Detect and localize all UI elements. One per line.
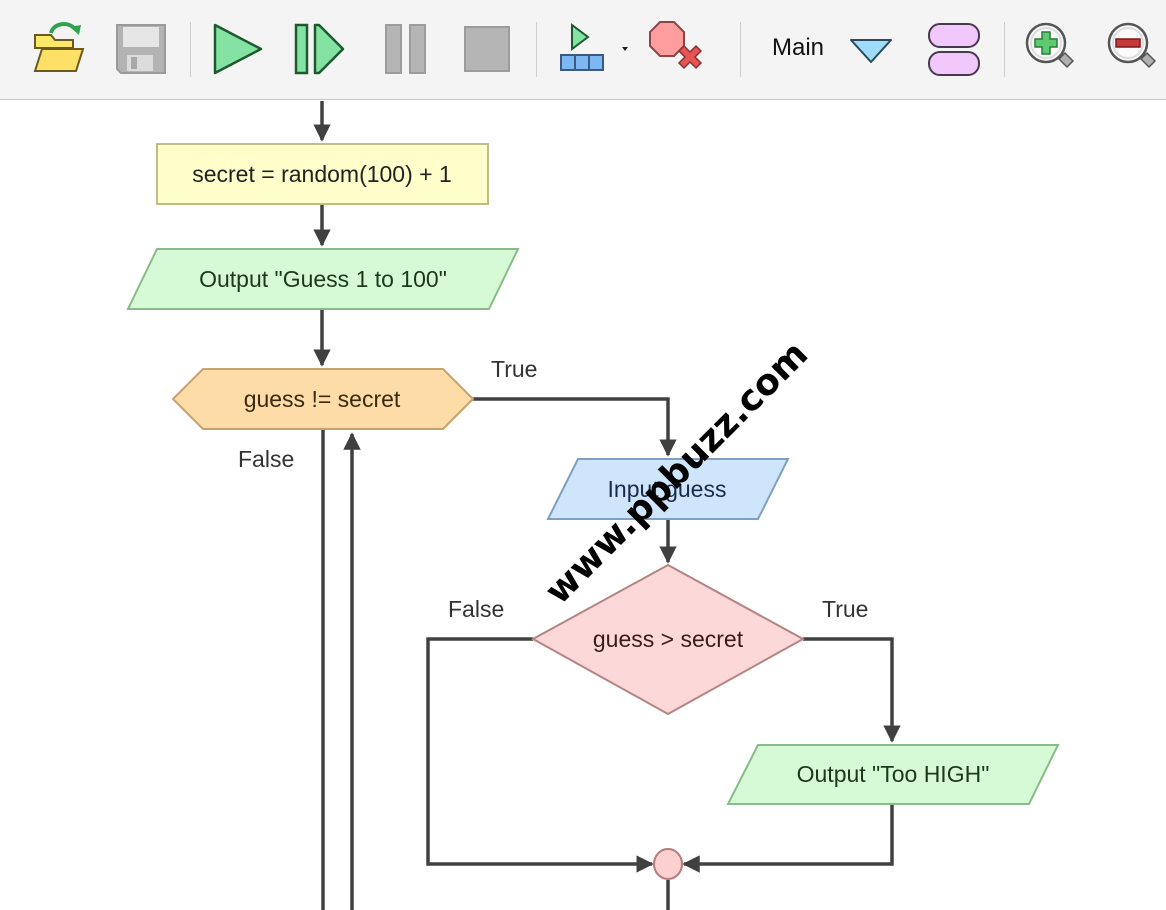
- edges: [313, 101, 901, 910]
- toolbar-separator: [1004, 22, 1005, 77]
- chevron-down-icon: [850, 39, 892, 63]
- clear-breakpoints-icon: [649, 21, 703, 70]
- input-text: Input guess: [608, 476, 727, 502]
- save-disk-icon: [116, 24, 166, 74]
- if-decision-node[interactable]: guess > secret: [530, 563, 806, 716]
- pause-button[interactable]: [372, 18, 436, 80]
- output-node[interactable]: Output "Guess 1 to 100": [126, 248, 520, 310]
- toolbar-separator: [740, 22, 741, 77]
- layout-button[interactable]: [920, 18, 986, 80]
- function-select-value: Main: [772, 34, 825, 61]
- output-too-high-text: Output "Too HIGH": [797, 761, 990, 787]
- dropdown-arrow-icon: [622, 47, 628, 51]
- edge-if-false-to-connector: [426, 637, 654, 873]
- layout-icon: [928, 23, 980, 76]
- output-too-high-node[interactable]: Output "Too HIGH": [726, 744, 1060, 805]
- while-loop-text: guess != secret: [244, 386, 401, 412]
- toolbar-separator: [190, 22, 191, 77]
- edge-loop-true-to-input: [472, 397, 677, 457]
- if-decision-text: guess > secret: [593, 626, 744, 652]
- clear-breakpoints-button[interactable]: [645, 18, 709, 80]
- if-true-label: True: [822, 596, 868, 622]
- zoom-out-icon: [1107, 22, 1157, 69]
- run-speed-icon: [560, 23, 628, 71]
- while-loop-node[interactable]: guess != secret: [171, 368, 475, 430]
- assignment-node[interactable]: secret = random(100) + 1: [156, 143, 489, 205]
- zoom-in-button[interactable]: [1018, 18, 1084, 80]
- open-folder-icon: [33, 22, 85, 72]
- run-speed-button[interactable]: [555, 18, 633, 80]
- save-button[interactable]: [110, 18, 172, 80]
- pause-icon: [385, 24, 426, 74]
- step-icon: [294, 23, 345, 75]
- edge-if-true-to-output: [803, 637, 901, 743]
- stop-icon: [464, 26, 510, 72]
- loop-false-label: False: [238, 446, 294, 472]
- toolbar-separator: [536, 22, 537, 77]
- step-button[interactable]: [288, 18, 352, 80]
- flowchart-canvas[interactable]: secret = random(100) + 1 Output "Guess 1…: [0, 101, 1166, 910]
- loop-true-label: True: [491, 356, 537, 382]
- output-text: Output "Guess 1 to 100": [199, 266, 447, 292]
- function-select[interactable]: Main: [760, 18, 900, 80]
- run-button[interactable]: [205, 18, 269, 80]
- zoom-in-icon: [1025, 22, 1075, 69]
- stop-button[interactable]: [455, 18, 519, 80]
- zoom-out-button[interactable]: [1100, 18, 1166, 80]
- play-icon: [213, 23, 263, 75]
- merge-connector: [653, 848, 683, 880]
- toolbar: Main: [0, 0, 1166, 100]
- assignment-text: secret = random(100) + 1: [192, 161, 452, 187]
- edge-output-to-connector: [682, 805, 894, 873]
- if-false-label: False: [448, 596, 504, 622]
- open-button[interactable]: [28, 18, 90, 80]
- input-node[interactable]: Input guess: [546, 458, 790, 520]
